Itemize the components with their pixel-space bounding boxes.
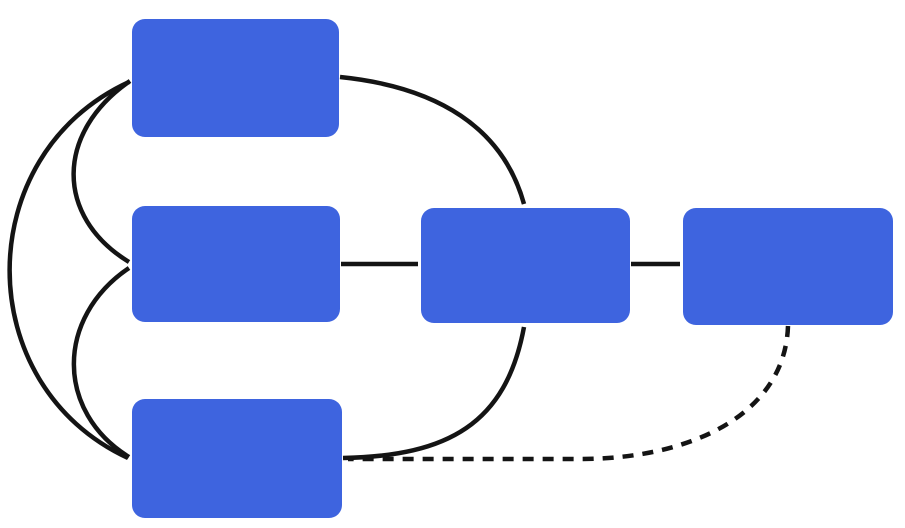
node-right [683,208,893,325]
node-top-left [132,19,339,137]
edge-right-to-bottom-dashed [348,325,791,462]
edge-middle-bottom-bidirectional [71,266,131,459]
edge-top-bottom-bidirectional [7,79,130,461]
edge-top-to-center [339,74,527,205]
node-bottom-left [132,399,342,518]
edge-top-middle-bidirectional [71,79,132,264]
node-middle-left [132,206,340,322]
node-center [421,208,630,323]
edge-group [7,74,791,462]
edge-bottom-to-center [342,326,527,461]
